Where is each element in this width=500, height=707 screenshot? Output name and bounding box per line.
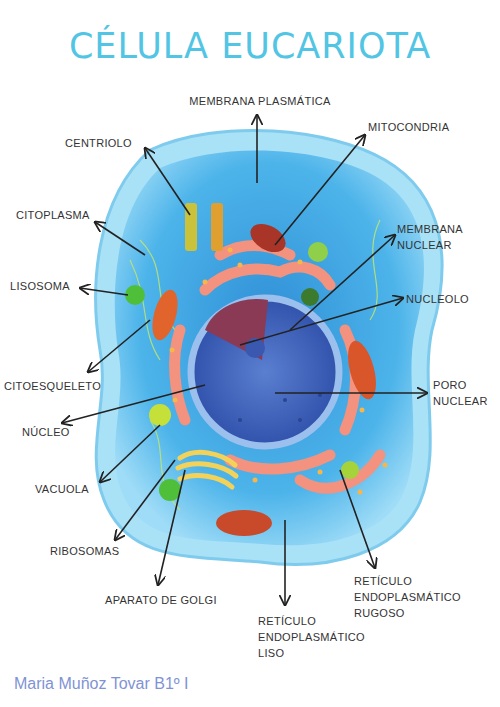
part-label: MEMBRANA NUCLEAR [397,221,467,253]
golgi-apparatus [178,452,236,487]
part-label: NUCLEOLO [406,291,496,307]
leader-lines [62,115,427,605]
chromatin [205,299,268,360]
cytoskeleton [130,220,380,510]
part-label: CITOPLASMA [16,207,106,223]
part-label: PORO NUCLEAR [433,377,495,409]
part-label: MEMBRANA PLASMÁTICA [180,93,340,109]
part-label: MITOCONDRIA [368,119,478,135]
nuclear-pores [238,393,322,422]
part-label: CITOESQUELETO [4,378,114,394]
part-label: RIBOSOMAS [50,543,140,559]
ribosomes [170,248,388,495]
part-label: VACUOLA [35,481,105,497]
nucleus [191,298,339,446]
part-label: APARATO DE GOLGI [105,592,235,608]
part-label: NÚCLEO [22,424,82,440]
cytoplasm [115,151,424,546]
part-label: RETÍCULO ENDOPLASMÁTICO RUGOSO [354,573,472,621]
part-label: RETÍCULO ENDOPLASMÁTICO LISO [258,613,376,661]
title: CÉLULA EUCARIOTA [0,26,500,66]
part-label: CENTRIOLO [65,135,145,151]
part-label: LISOSOMA [10,278,80,294]
plasma-membrane [96,130,442,564]
lysosomes [125,242,359,501]
centrioles [185,203,223,251]
author-signature: Maria Muñoz Tovar B1º I [14,674,334,694]
